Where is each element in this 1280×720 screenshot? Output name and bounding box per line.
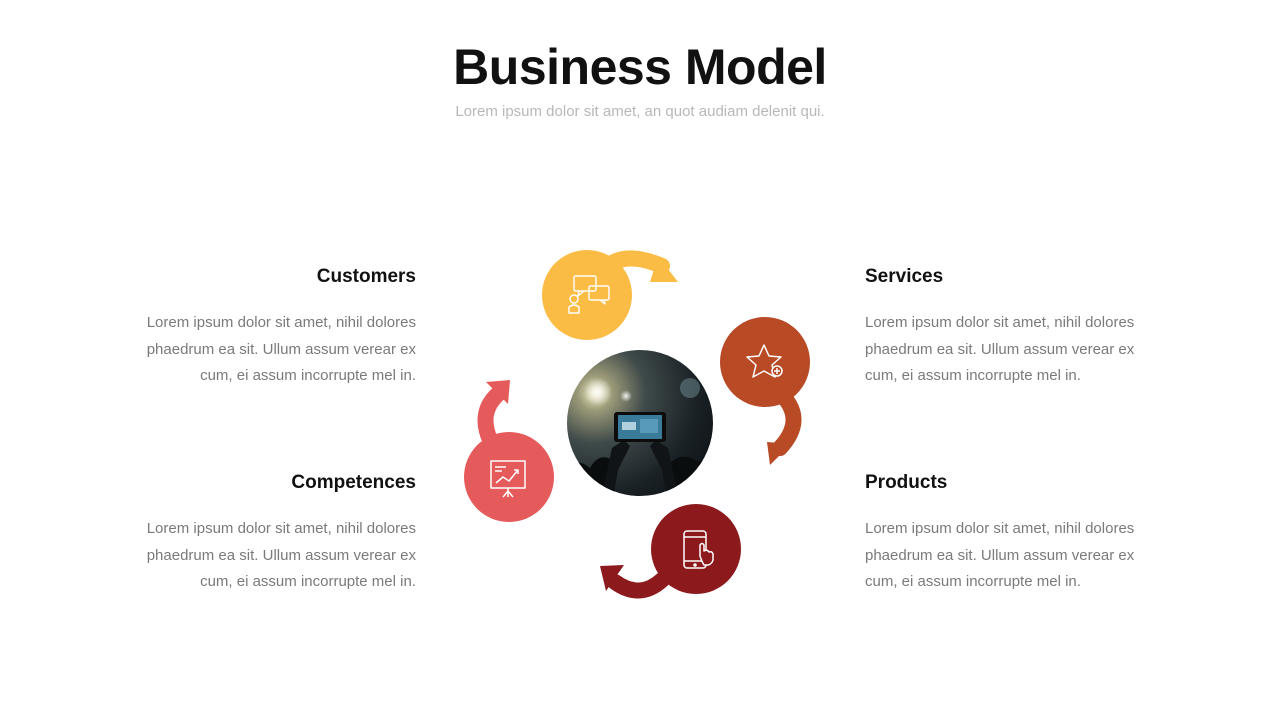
competences-text: Lorem ipsum dolor sit amet, nihil dolore… [146,520,416,590]
products-node [651,504,741,594]
star-plus-icon [746,344,783,378]
presentation-board-icon [490,460,526,498]
products-heading: Products [865,472,948,493]
concert-photo [567,350,713,496]
services-arrowhead [767,442,791,465]
smartphone-touch-icon [683,530,714,569]
chat-users-icon [568,275,610,314]
competences-heading: Competences [291,472,416,493]
products-text: Lorem ipsum dolor sit amet, nihil dolore… [865,520,1135,590]
customers-heading: Customers [316,266,416,287]
competences-block: Competences Lorem ipsum dolor sit amet, … [116,472,416,596]
services-heading: Services [865,266,944,287]
customers-block: Customers Lorem ipsum dolor sit amet, ni… [116,266,416,390]
customers-node [542,250,632,340]
customers-text: Lorem ipsum dolor sit amet, nihil dolore… [146,314,416,384]
services-block: Services Lorem ipsum dolor sit amet, nih… [865,266,1165,390]
products-arrowhead [600,565,624,591]
competences-arrowhead [486,380,510,404]
page-subtitle: Lorem ipsum dolor sit amet, an quot audi… [455,103,825,120]
page-title: Business Model [453,39,827,95]
products-arrow [607,572,670,599]
competences-arrow [477,386,506,448]
customers-arrowhead [650,256,678,282]
services-node [720,317,810,407]
services-text: Lorem ipsum dolor sit amet, nihil dolore… [865,314,1135,384]
products-block: Products Lorem ipsum dolor sit amet, nih… [865,472,1165,596]
competences-node [464,432,554,522]
